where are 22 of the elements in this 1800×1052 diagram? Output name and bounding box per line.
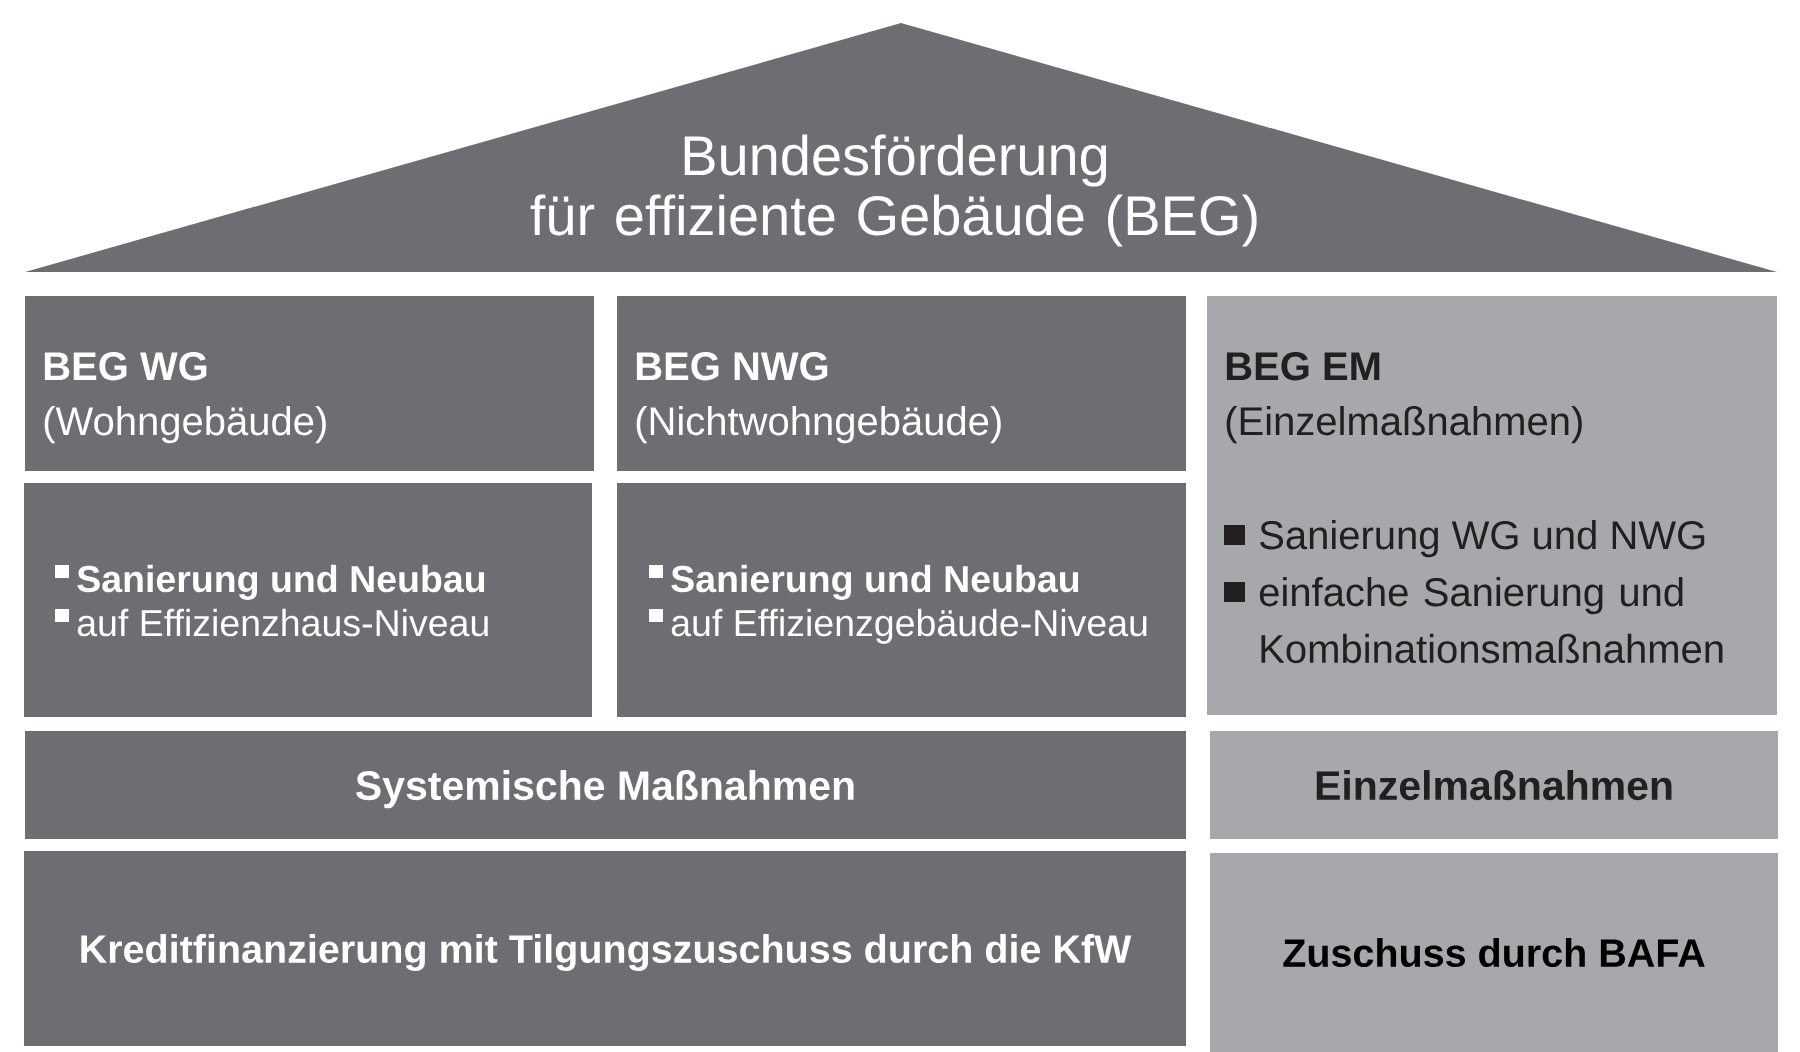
category-bar: Einzelmaßnahmen (1210, 731, 1778, 839)
program-title: BEG WG (44, 352, 207, 381)
program-box (1207, 296, 1777, 715)
program-subtitle: (Nichtwohngebäude) (636, 406, 1001, 444)
feature-box (617, 483, 1186, 717)
program-box (617, 296, 1186, 471)
program-title: BEG NWG (636, 352, 828, 381)
funding-box: Kreditfinanzierung mit Tilgungszuschuss durch die KfW (24, 851, 1186, 1046)
roof-triangle: Bundesförderung für effiziente Gebäude (BEG) (25, 23, 1777, 272)
program-title: BEG EM (1226, 352, 1380, 381)
funding-box: Zuschuss durch BAFA (1210, 853, 1778, 1052)
bullet-item: einfache Sanierung und Kombinationsmaßnahmen (1259, 577, 1723, 664)
bullet-item: auf Effizienzgebäude-Niveau (671, 608, 1147, 644)
category-bar: Systemische Maßnahmen (25, 731, 1186, 839)
program-box (25, 296, 594, 471)
program-subtitle: (Einzelmaßnahmen) (1226, 406, 1582, 444)
bullet-item: Sanierung WG und NWG (1260, 520, 1705, 558)
bullet-item: auf Effizienzhaus-Niveau (77, 608, 488, 637)
bullet-item: Sanierung und Neubau (77, 564, 485, 600)
bullet-item: Sanierung und Neubau (671, 564, 1079, 600)
feature-box (24, 483, 592, 717)
program-subtitle: (Wohngebäude) (44, 406, 326, 444)
